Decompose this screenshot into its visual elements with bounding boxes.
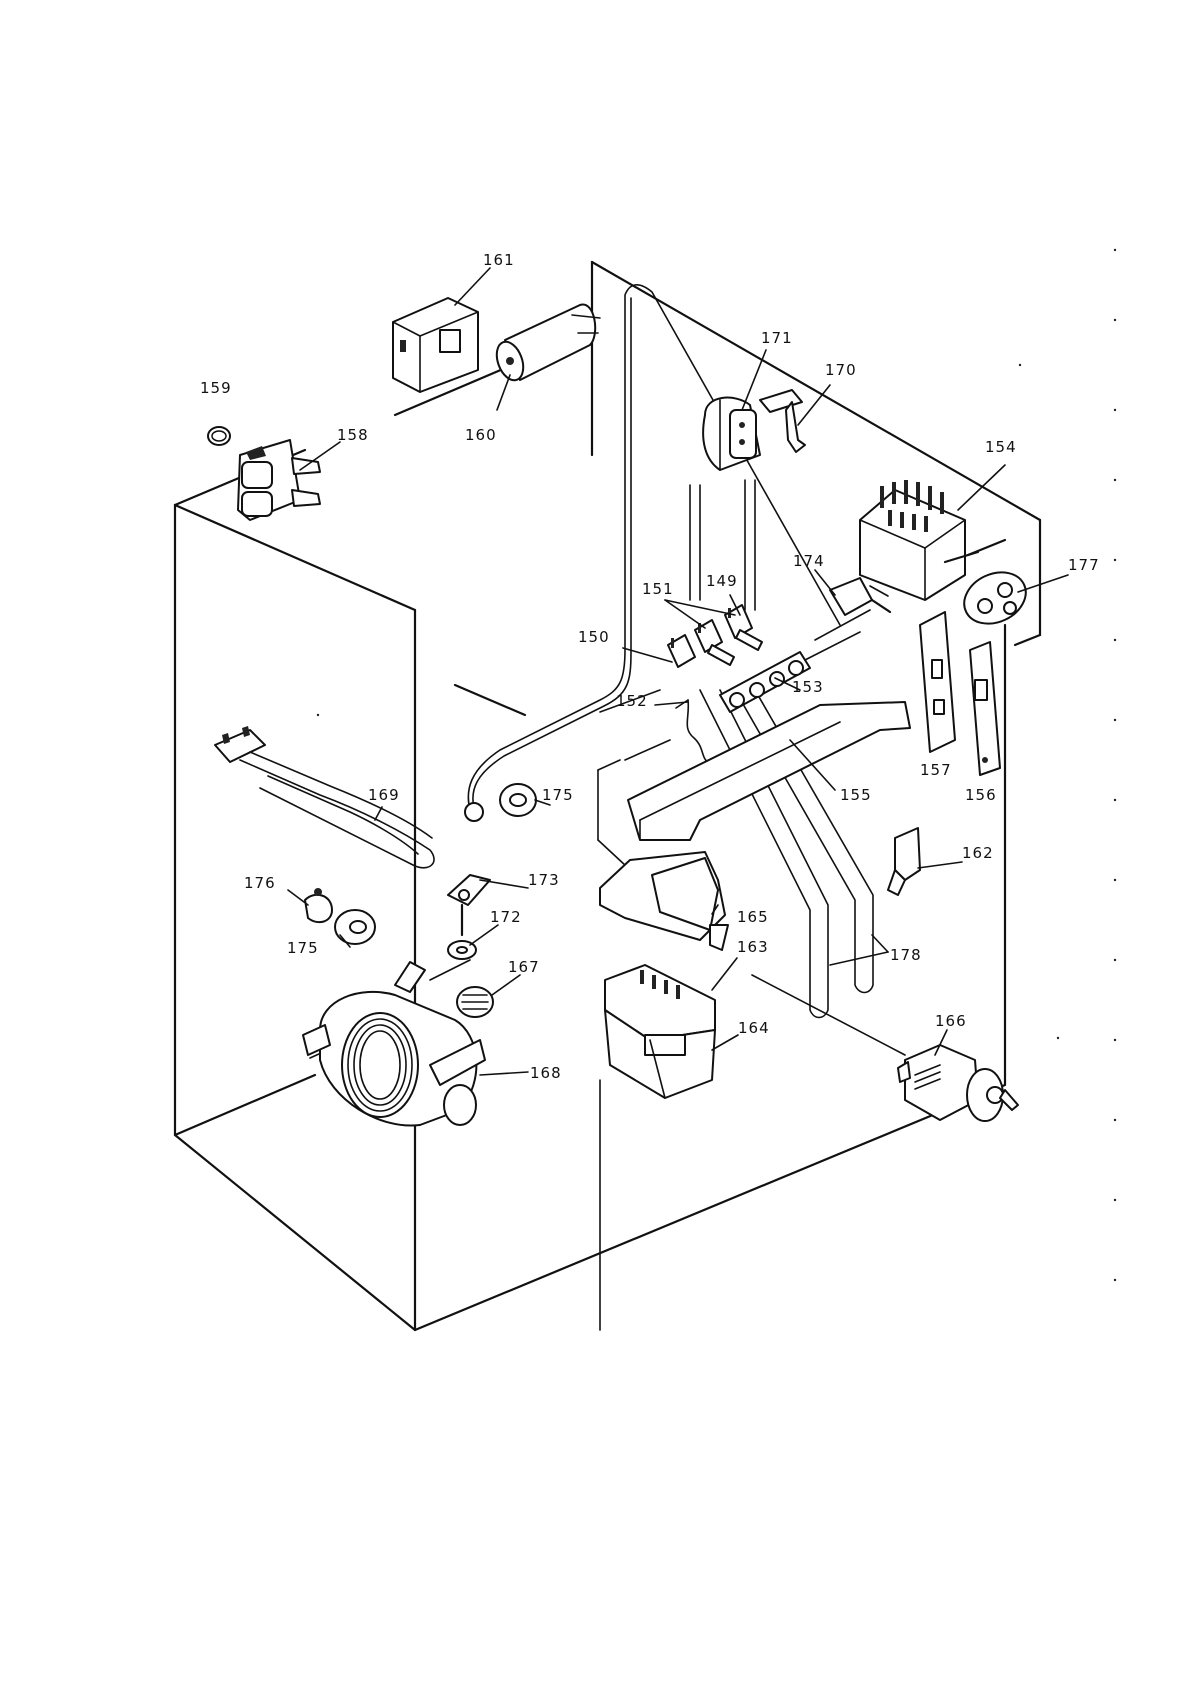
label-152: 152 — [616, 692, 648, 710]
label-161: 161 — [483, 251, 515, 269]
detergent-channel — [627, 701, 911, 841]
label-172: 172 — [490, 908, 522, 926]
label-158: 158 — [337, 426, 369, 444]
motor-capacitor — [495, 303, 601, 382]
button-panel-strip — [719, 651, 811, 713]
push-button-switches — [667, 604, 763, 668]
label-166: 166 — [935, 1012, 967, 1030]
label-155: 155 — [840, 786, 872, 804]
label-170: 170 — [825, 361, 857, 379]
thermostat-probe — [829, 577, 892, 616]
label-176: 176 — [244, 874, 276, 892]
programme-timer — [859, 480, 980, 601]
heating-element — [214, 726, 435, 869]
scan-specks — [316, 248, 1117, 1282]
pump-cover — [599, 851, 729, 951]
label-159: 159 — [200, 379, 232, 397]
label-162: 162 — [962, 844, 994, 862]
door-interlock-switch — [392, 297, 479, 393]
module-housing — [604, 1009, 716, 1099]
label-164: 164 — [738, 1019, 770, 1037]
label-169: 169 — [368, 786, 400, 804]
label-151: 151 — [642, 580, 674, 598]
water-inlet-valve — [237, 439, 321, 521]
label-174: 174 — [793, 552, 825, 570]
cabinet-frame — [173, 260, 1042, 1332]
switch-mounting-bracket — [919, 611, 956, 753]
drain-hose-assembly — [699, 689, 874, 1019]
label-160: 160 — [465, 426, 497, 444]
probe-bulb — [464, 802, 484, 822]
door-switch-bracket — [969, 641, 1001, 776]
drive-motor — [302, 961, 486, 1127]
leader-lines — [287, 267, 1069, 1076]
part-labels: 161 160 159 158 171 170 154 177 174 151 … — [200, 251, 1100, 1082]
pressure-switch — [702, 396, 761, 471]
label-150: 150 — [578, 628, 610, 646]
label-175-upper: 175 — [542, 786, 574, 804]
label-175-lower: 175 — [287, 939, 319, 957]
label-149: 149 — [706, 572, 738, 590]
clamp-plate — [447, 874, 491, 937]
label-163: 163 — [737, 938, 769, 956]
label-171: 171 — [761, 329, 793, 347]
drain-pump — [897, 1044, 1019, 1122]
label-165: 165 — [737, 908, 769, 926]
valve-seal-ring — [207, 426, 231, 446]
temperature-sensor — [304, 888, 333, 924]
label-156: 156 — [965, 786, 997, 804]
level-switch — [887, 827, 921, 896]
switch-bracket — [759, 389, 806, 453]
rubber-bung-lower — [334, 909, 376, 945]
label-173: 173 — [528, 871, 560, 889]
label-178: 178 — [890, 946, 922, 964]
label-167: 167 — [508, 958, 540, 976]
label-157: 157 — [920, 761, 952, 779]
label-168: 168 — [530, 1064, 562, 1082]
label-153: 153 — [792, 678, 824, 696]
label-154: 154 — [985, 438, 1017, 456]
timer-knob — [963, 571, 1027, 625]
label-177: 177 — [1068, 556, 1100, 574]
pump-cap — [456, 986, 494, 1018]
spring-clip — [675, 699, 711, 765]
rubber-bung-upper — [499, 783, 537, 817]
wire-harness — [309, 284, 906, 1059]
fixing-nut — [447, 940, 477, 960]
